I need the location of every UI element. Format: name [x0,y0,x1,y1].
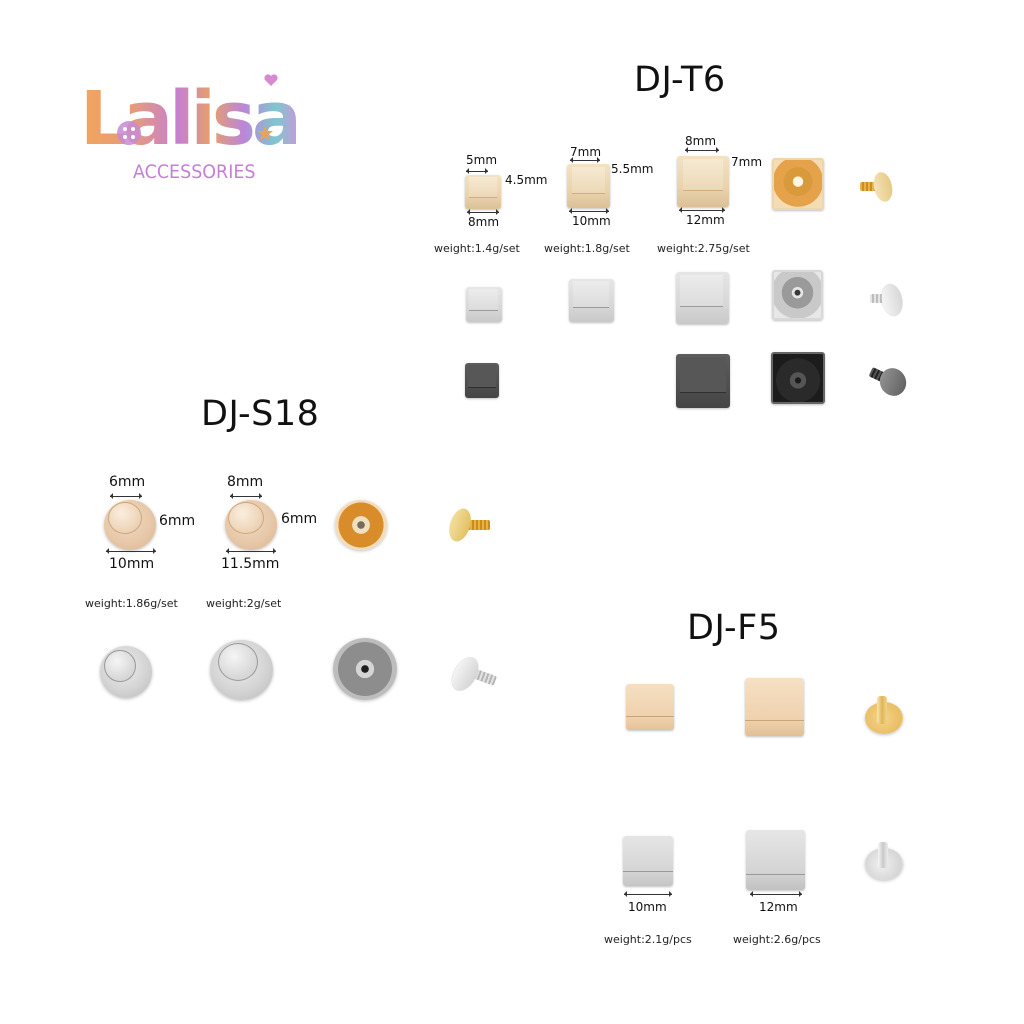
dim-top: 8mm [227,474,264,490]
brand-tagline: ACCESSORIES [133,161,256,183]
t6-silver-stud-10mm [569,279,614,322]
t6-gold-back-cap [772,158,824,210]
weight-label: weight:1.86g/set [85,597,178,610]
f5-gold-screw [864,696,904,736]
t6-gold-stud-12mm [677,156,729,207]
t6-silver-stud-8mm [466,287,502,322]
dim-arrow [569,208,609,214]
s18-silver-rivet-11-5mm [210,640,273,700]
f5-gold-stud-12mm [745,678,804,736]
dim-arrow [226,548,276,554]
dim-top: 8mm [685,134,717,148]
dim-side: 7mm [731,155,763,169]
dim-arrow [679,207,725,213]
dim-arrow [230,493,262,499]
dim-arrow [466,168,488,174]
s18-gold-screw [445,505,494,545]
dim-bottom: 10mm [109,556,155,572]
dim-side: 6mm [281,511,318,527]
f5-silver-screw [864,842,906,882]
dim-arrow [110,493,142,499]
dim-arrow [570,157,600,163]
dim-bottom: 8mm [468,215,500,229]
dim-side: 5.5mm [611,162,654,176]
weight-label-f5-10mm: weight:2.1g/pcs [604,933,692,946]
weight-label: weight:1.8g/set [544,242,630,255]
s18-gold-back-cap [335,500,387,550]
f5-silver-stud-12mm [746,830,805,890]
t6-black-stud-12mm [676,354,730,408]
weight-label-f5-12mm: weight:2.6g/pcs [733,933,821,946]
s18-gold-rivet-10mm [104,500,156,550]
dim-bottom: 11.5mm [221,556,280,572]
s18-silver-screw [446,652,502,696]
dim-bottom-f5-12mm: 12mm [759,900,798,914]
section-title-s18: DJ-S18 [201,394,320,434]
section-title-t6: DJ-T6 [634,60,726,100]
t6-black-back-cap [771,352,825,404]
dim-top: 6mm [109,474,146,490]
dim-arrow [106,548,156,554]
t6-silver-stud-12mm [676,272,729,324]
dim-top: 5mm [466,153,498,167]
f5-gold-stud-10mm [626,684,674,730]
brand-logo: Lalisa ACCESSORIES [78,74,318,189]
dim-bottom: 12mm [686,213,725,227]
s18-silver-rivet-10mm [100,646,152,698]
section-title-f5: DJ-F5 [687,608,781,648]
dim-arrow [624,891,672,897]
button-icon [117,121,141,145]
t6-gold-stud-10mm [567,164,610,208]
dim-side: 4.5mm [505,173,548,187]
dim-top: 7mm [570,145,602,159]
star-icon [257,125,273,141]
weight-label: weight:1.4g/set [434,242,520,255]
dim-arrow [685,147,719,153]
heart-icon [264,74,278,86]
dim-side: 6mm [159,513,196,529]
dim-arrow [750,891,802,897]
weight-label: weight:2.75g/set [657,242,750,255]
f5-silver-stud-10mm [623,836,673,886]
dim-bottom-f5-10mm: 10mm [628,900,667,914]
t6-silver-back-cap [772,270,823,320]
t6-gold-screw [856,170,896,208]
dim-arrow [467,209,499,215]
t6-black-screw [868,362,911,401]
weight-label: weight:2g/set [206,597,282,610]
s18-gold-rivet-11-5mm [225,500,277,550]
t6-gold-stud-8mm [465,175,501,209]
t6-black-stud-8mm [465,363,499,398]
t6-silver-screw [868,282,908,320]
brand-name: Lalisa [80,76,302,162]
s18-silver-back-cap [333,638,397,700]
dim-bottom: 10mm [572,214,611,228]
